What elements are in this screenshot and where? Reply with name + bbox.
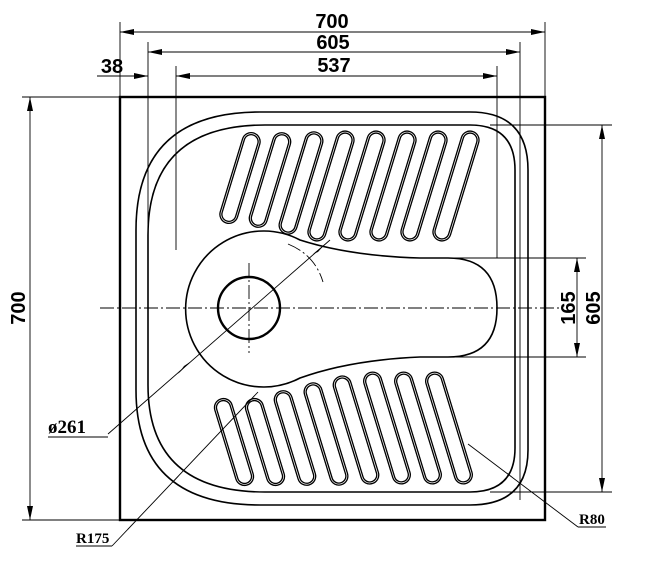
dim-605-top: 605 [316,32,349,54]
label-r175: R175 [76,531,109,547]
outer-frame [118,95,547,522]
dim-channel-width: 165 [558,258,580,357]
construction-arc [287,243,324,283]
dim-basin-width: 605 [148,32,520,55]
tread-slot [432,130,480,242]
dim-537-top: 537 [317,55,350,77]
top-treads [219,130,480,242]
radius-175-leader: R175 [76,391,259,547]
tread-slot [425,371,473,485]
diameter-leader: ø261 [48,239,331,438]
dim-165: 165 [558,291,580,324]
extension-lines [22,22,612,521]
label-r80: R80 [579,512,605,528]
tread-slot [278,131,324,235]
tread-slot [307,130,355,242]
dim-700-left: 700 [8,291,30,324]
tread-slot [273,390,317,486]
keyhole-channel [184,230,498,388]
dim-overall-width: 700 [120,11,545,35]
dim-700-top: 700 [315,11,348,33]
tread-slot [338,130,386,242]
radius-80-leader: R80 [467,443,606,528]
tread-slot [400,130,448,242]
tread-slot [213,397,255,487]
label-diameter-261: ø261 [48,417,86,438]
dim-edge-offset: 38 [97,56,148,79]
dim-basin-height: 605 [583,125,605,492]
tread-slot [363,371,411,485]
tread-slot [303,382,349,486]
dim-tread-width: 537 [176,55,497,79]
basin-outer-outline [135,111,529,506]
dim-overall-height: 700 [8,97,33,520]
tread-slot [219,132,261,224]
tread-slot [248,132,292,228]
basin-inner-outline [147,124,516,493]
tread-slot [394,371,442,485]
bottom-treads [213,371,473,487]
tread-slot [369,130,417,242]
tread-slot [244,397,286,487]
dim-38: 38 [101,56,123,78]
tread-slot [332,375,380,485]
dim-605-right: 605 [583,291,605,324]
